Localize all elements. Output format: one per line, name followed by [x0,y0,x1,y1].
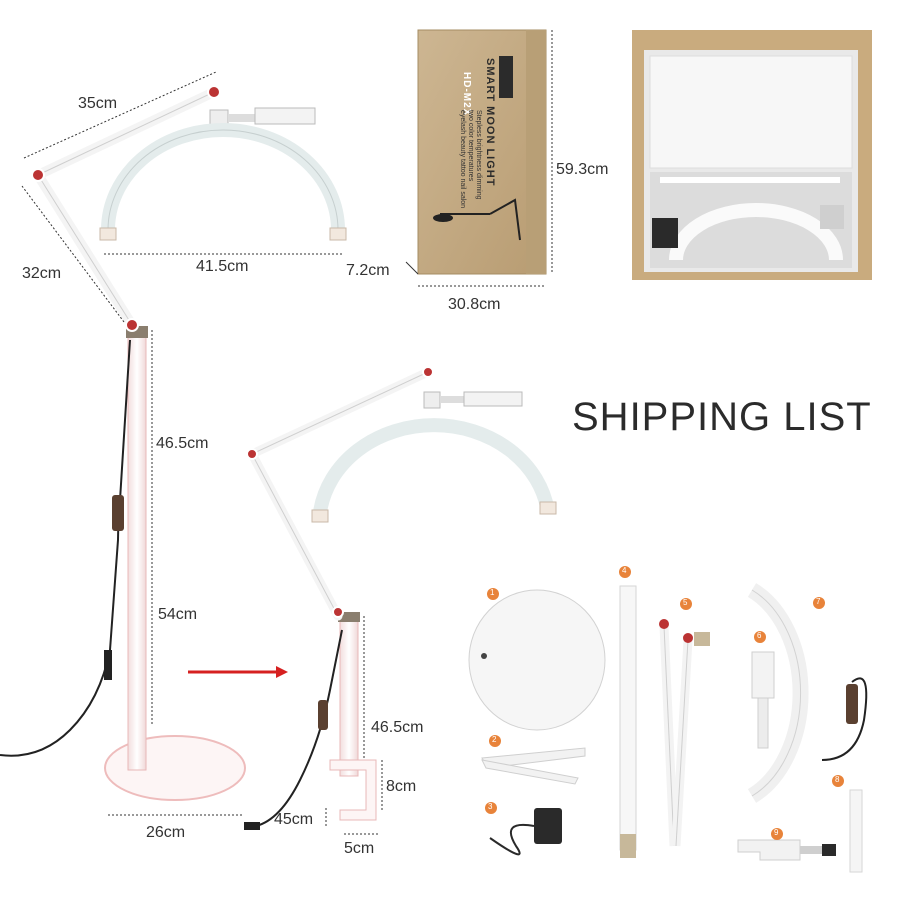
box-feature-2: two color temperatures [467,110,474,182]
product-box [405,29,553,287]
clamp-lamp [244,366,557,835]
badge-num-2: 2 [492,735,497,744]
floor-lamp [0,85,347,801]
dim-lamp-width: 41.5cm [196,258,249,275]
shipping-list-title: SHIPPING LIST [572,395,872,439]
floor-pole [127,329,147,771]
badge-num-7: 7 [816,597,821,606]
red-arrow [188,666,288,678]
badge-num-1: 1 [490,588,495,597]
badge-num-8: 8 [835,775,840,784]
item-badges [485,566,844,840]
dim-base-diameter: 26cm [146,824,186,841]
inline-switch [112,495,124,531]
dimension-lines-left [21,71,342,816]
box-feature-1: Stepless brightness dimming [475,110,482,200]
badge-num-5: 5 [683,598,688,607]
dim-box-height: 59.3cm [556,161,609,178]
box-product-name: SMART MOON LIGHT [484,58,496,187]
dim-box-width: 30.8cm [448,296,501,313]
dim-arm-upper: 35cm [78,95,118,112]
floor-base [104,735,246,801]
badge-num-4: 4 [622,566,627,575]
dim-clamp-gap: 5cm [344,840,375,857]
badge-num-6: 6 [757,631,762,640]
dim-clamp-height: 8cm [386,778,417,795]
box-feature-3: eyelash beauty tattoo nail salon [459,110,466,209]
dim-pole-upper: 46.5cm [156,435,209,452]
dim-clamp-pole: 46.5cm [371,719,424,736]
open-box [632,30,872,280]
shipping-items [468,583,868,873]
power-cable [0,339,131,757]
dim-clamp-reach: 45cm [274,811,314,828]
dim-pole-lower: 54cm [158,606,198,623]
badge-num-9: 9 [774,828,779,837]
dim-arm-lower: 32cm [22,265,62,282]
badge-num-3: 3 [488,802,493,811]
dim-box-depth: 7.2cm [346,262,390,279]
